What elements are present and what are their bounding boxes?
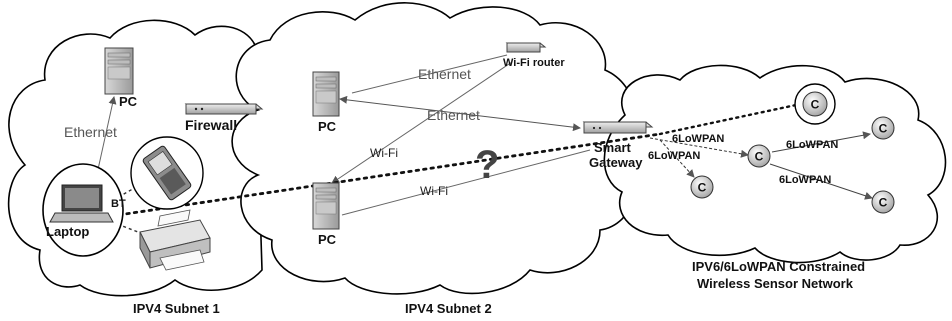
sensor-node-lower-left: C bbox=[690, 175, 714, 199]
smart-gateway-label-line2: Gateway bbox=[589, 155, 643, 170]
sensor-node-middle-label: C bbox=[755, 150, 764, 164]
smart-gateway-icon bbox=[582, 121, 654, 134]
firewall-icon bbox=[184, 103, 264, 115]
pc-top-subnet2-label: PC bbox=[318, 119, 337, 134]
mobile-phone-icon bbox=[130, 136, 204, 210]
bt-label: BT bbox=[111, 198, 126, 210]
lowpan-label-1: 6LoWPAN bbox=[672, 133, 724, 145]
wifi-router-label: Wi-Fi router bbox=[503, 57, 565, 69]
question-mark: ? bbox=[475, 143, 499, 187]
caption-ipv4-subnet-1: IPV4 Subnet 1 bbox=[133, 301, 220, 316]
lowpan-label-3: 6LoWPAN bbox=[786, 139, 838, 151]
pc-tower-icon bbox=[104, 47, 134, 95]
link-router-pc-wifi bbox=[331, 61, 513, 184]
caption-ipv4-subnet-2: IPV4 Subnet 2 bbox=[405, 301, 492, 316]
lowpan-label-2: 6LoWPAN bbox=[648, 150, 700, 162]
pc-tower-bottom-icon bbox=[312, 182, 340, 230]
sensor-node-top: C bbox=[794, 83, 836, 125]
wifi-left-label: Wi-Fi bbox=[370, 146, 398, 160]
cloud-ipv4-subnet-2 bbox=[231, 2, 637, 295]
pc-tower-top-icon bbox=[312, 71, 340, 117]
ethernet-lower-label: Ethernet bbox=[427, 107, 480, 123]
laptop-icon bbox=[42, 163, 124, 257]
firewall-label: Firewall bbox=[185, 117, 237, 133]
link-laptop-gateway-dotted bbox=[110, 132, 662, 218]
printer-icon bbox=[139, 209, 211, 271]
ethernet-upper-label: Ethernet bbox=[418, 66, 471, 82]
smart-gateway-label-line1: Smart bbox=[594, 140, 632, 155]
sensor-node-upper-right: C bbox=[871, 116, 895, 140]
link-pc-router bbox=[351, 54, 508, 94]
sensor-node-middle: C bbox=[747, 144, 771, 168]
sensor-node-lower-right: C bbox=[871, 190, 895, 214]
link-sensor-mid-lower bbox=[769, 163, 873, 200]
cloud-wireless-sensor-network bbox=[603, 64, 947, 264]
laptop-label: Laptop bbox=[46, 224, 89, 239]
caption-wsn-line1: IPV6/6LoWPAN Constrained bbox=[692, 259, 865, 274]
wifi-router-icon bbox=[505, 42, 547, 53]
sensor-node-lower-right-label: C bbox=[879, 196, 888, 210]
link-laptop-printer bbox=[111, 221, 139, 233]
wifi-right-label: Wi-Fi bbox=[420, 184, 448, 198]
link-gateway-sensor-top-dotted bbox=[658, 103, 798, 136]
lowpan-label-4: 6LoWPAN bbox=[779, 174, 831, 186]
link-pc-gateway-wifi bbox=[341, 149, 591, 216]
sensor-node-lower-left-label: C bbox=[698, 181, 707, 195]
link-gateway-sensor-low bbox=[659, 139, 695, 178]
link-sensor-mid-upper bbox=[771, 131, 871, 153]
link-gateway-sensor-mid bbox=[649, 137, 749, 158]
pc-subnet1-label: PC bbox=[119, 94, 138, 109]
link-pc-gateway bbox=[339, 95, 581, 132]
sensor-node-top-label: C bbox=[811, 98, 820, 112]
sensor-node-upper-right-label: C bbox=[879, 122, 888, 136]
pc-bottom-subnet2-label: PC bbox=[318, 232, 337, 247]
caption-wsn-line2: Wireless Sensor Network bbox=[697, 276, 854, 291]
ethernet-subnet1-label: Ethernet bbox=[64, 124, 117, 140]
